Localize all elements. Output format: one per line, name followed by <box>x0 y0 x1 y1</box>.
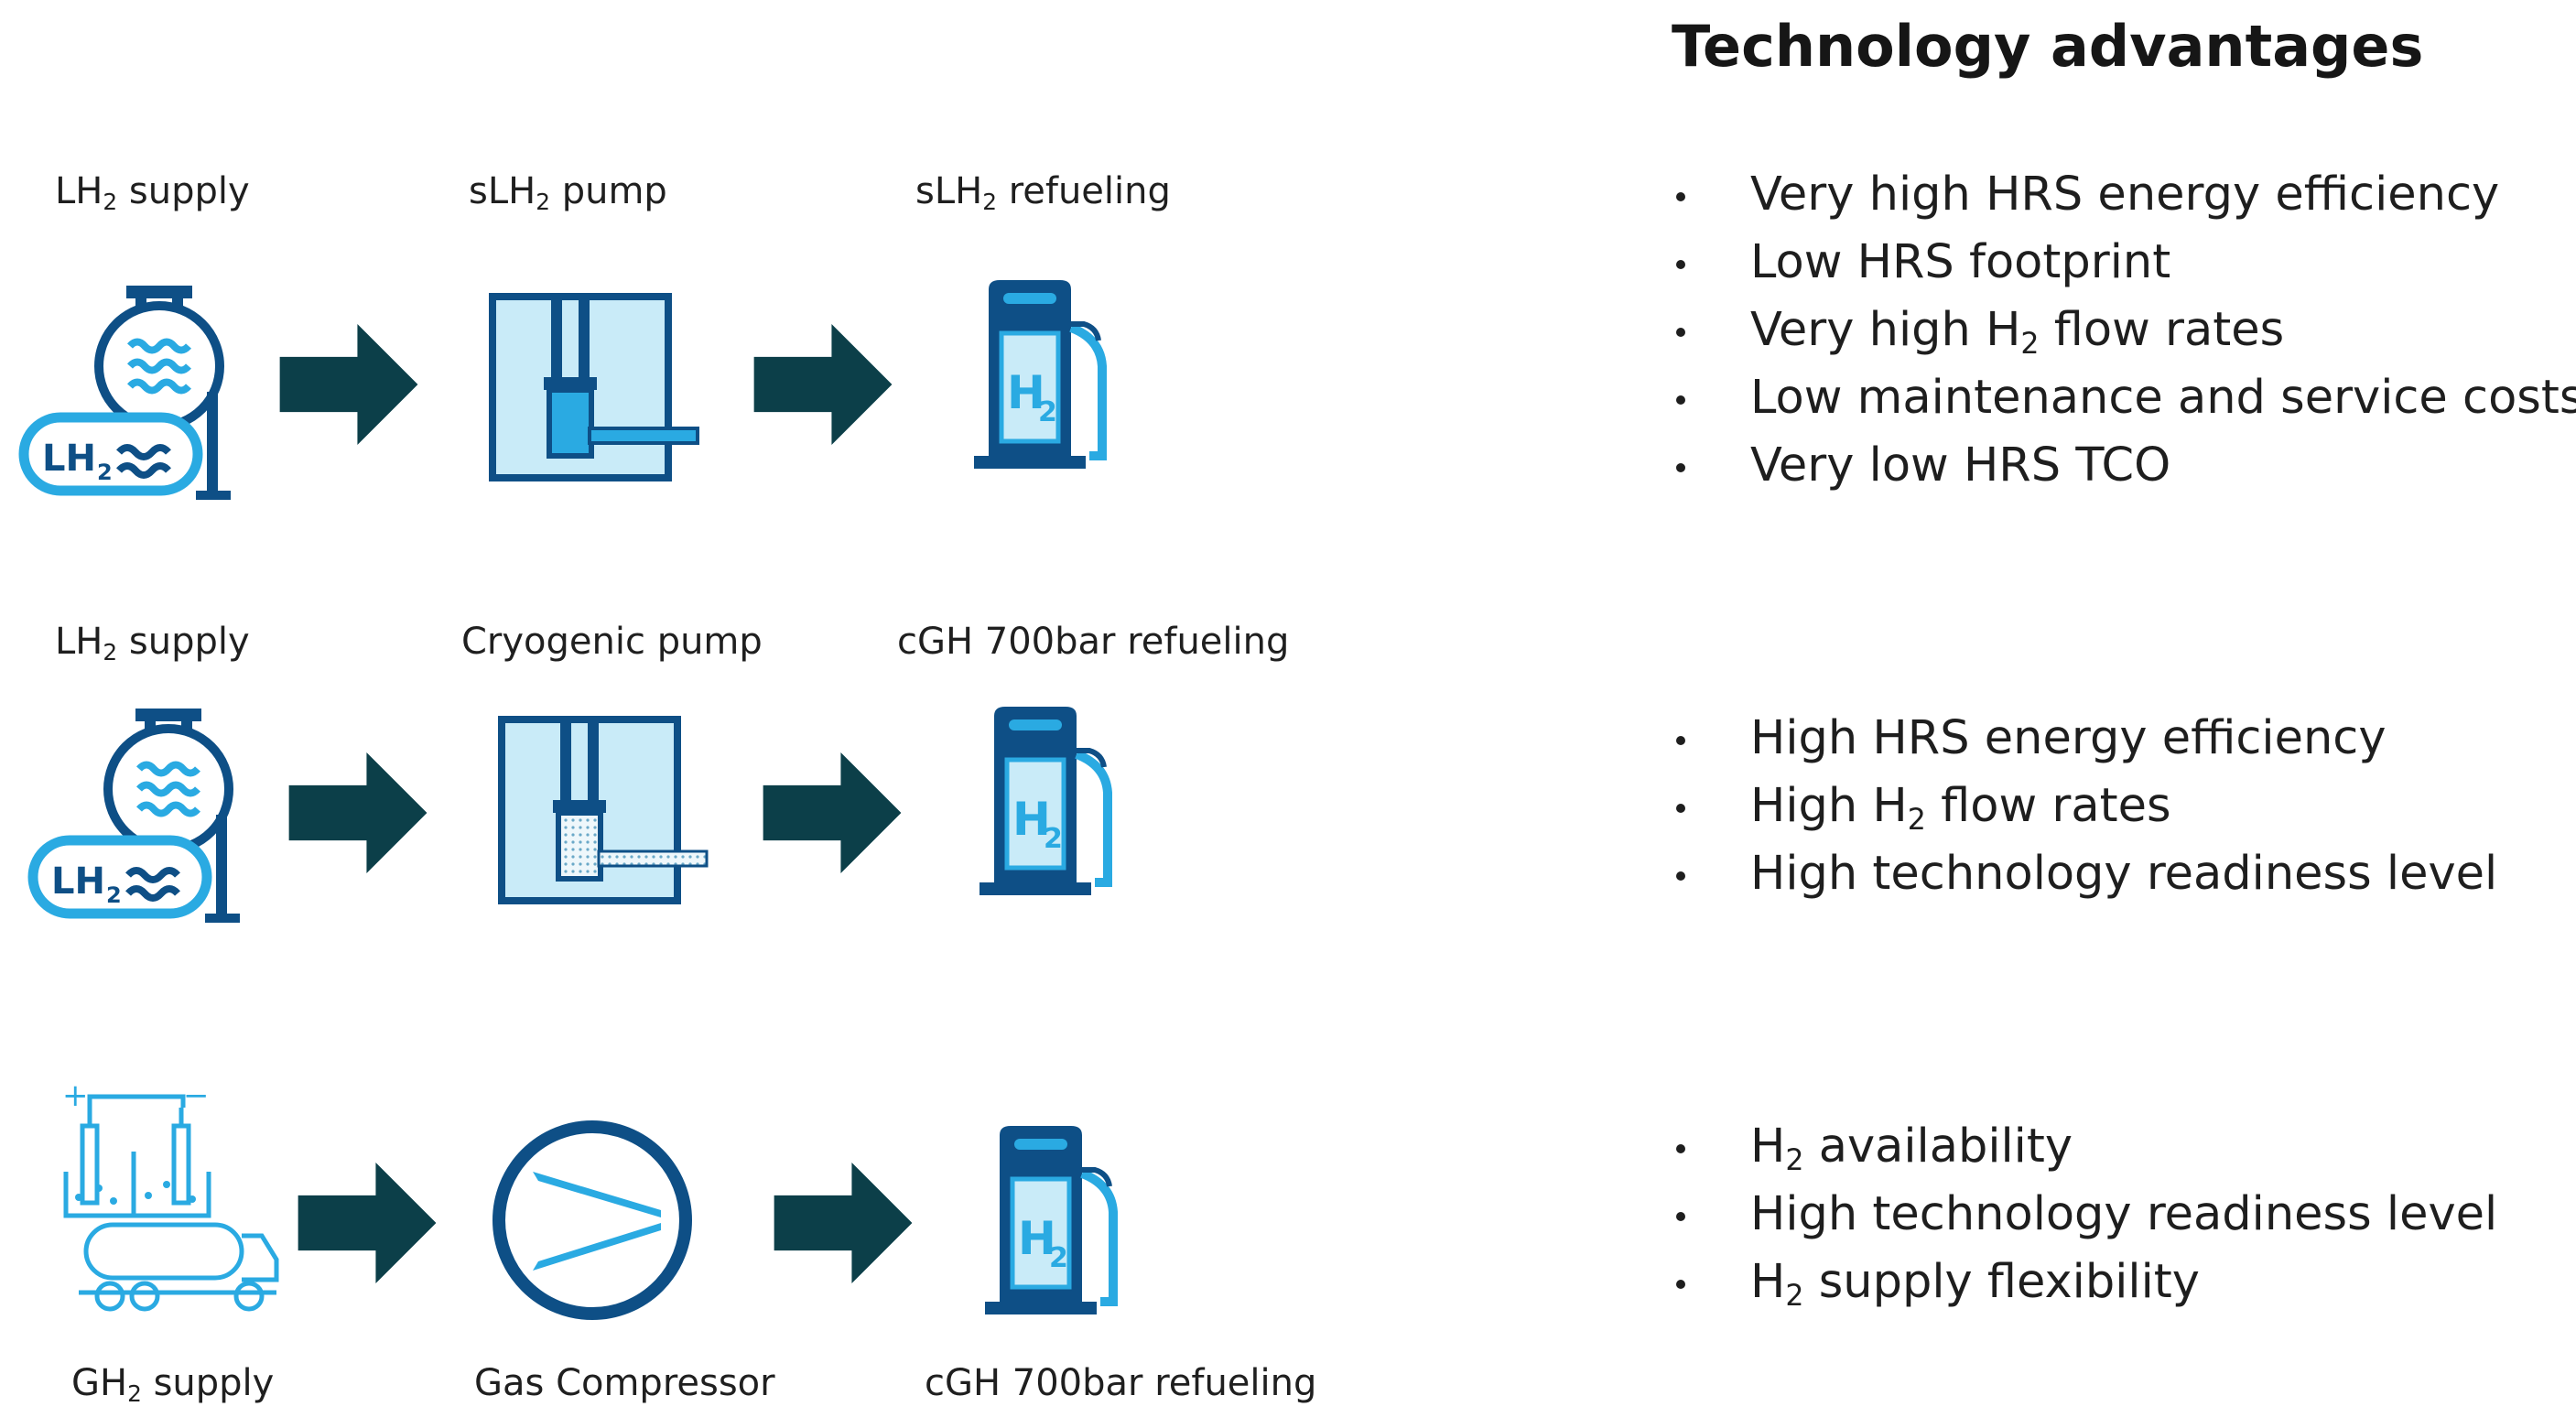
row1-supply-label: LH2 supply <box>55 170 250 215</box>
arrow-right-icon <box>295 1163 439 1283</box>
tank-sub-text: 2 <box>106 882 122 908</box>
arrow-right-icon <box>286 752 430 873</box>
advantages-list-compressor: H2 availability High technology readines… <box>1672 1113 2497 1316</box>
advantage-item: High technology readiness level <box>1672 1181 2497 1249</box>
arrow-right-icon <box>771 1163 915 1283</box>
advantage-item: Very high HRS energy efficiency <box>1672 161 2576 229</box>
arrow-right-icon <box>276 324 421 445</box>
row2-supply-label: LH2 supply <box>55 621 250 665</box>
advantage-item: High H2 flow rates <box>1672 773 2497 840</box>
arrow-right-icon <box>751 324 895 445</box>
row1-pump-label: sLH2 pump <box>469 170 667 215</box>
dispenser-sub-text: 2 <box>1038 396 1057 428</box>
dispenser-sub-text: 2 <box>1044 823 1063 855</box>
advantage-item: High technology readiness level <box>1672 840 2497 908</box>
advantages-list-cryogenic: High HRS energy efficiency High H2 flow … <box>1672 705 2497 908</box>
h2-dispenser-icon: H 2 <box>981 1122 1137 1314</box>
dispenser-h-text: H <box>1012 793 1051 846</box>
advantage-item: H2 availability <box>1672 1113 2497 1181</box>
advantage-item: H2 supply flexibility <box>1672 1249 2497 1316</box>
h2-dispenser-icon: H 2 <box>976 703 1131 895</box>
row1-refuel-label: sLH2 refueling <box>915 170 1171 215</box>
slh2-pump-icon <box>487 291 707 483</box>
lh2-tank-icon: LH 2 <box>26 705 254 925</box>
advantage-item: Very high H2 flow rates <box>1672 297 2576 364</box>
row2-refuel-label: cGH 700bar refueling <box>897 621 1290 663</box>
dispenser-h-text: H <box>1018 1212 1056 1265</box>
h2-dispenser-icon: H 2 <box>970 276 1126 469</box>
lh2-tank-icon: LH 2 <box>16 282 245 502</box>
row3-pump-label: Gas Compressor <box>474 1362 775 1404</box>
gas-compressor-icon <box>487 1115 698 1325</box>
plus-sign-text: + <box>62 1077 89 1114</box>
advantage-item: Very low HRS TCO <box>1672 432 2576 500</box>
advantages-title: Technology advantages <box>1672 13 2424 80</box>
advantage-item: Low maintenance and service costs <box>1672 364 2576 432</box>
minus-sign-text: − <box>183 1077 210 1114</box>
row2-pump-label: Cryogenic pump <box>461 621 763 663</box>
dispenser-sub-text: 2 <box>1049 1242 1068 1274</box>
row3-refuel-label: cGH 700bar refueling <box>925 1362 1317 1404</box>
cryogenic-pump-icon <box>496 714 716 906</box>
tank-lh-text: LH <box>51 860 105 903</box>
tank-sub-text: 2 <box>97 460 113 485</box>
row3-supply-label: GH2 supply <box>71 1362 275 1407</box>
advantages-list-slh2: Very high HRS energy efficiency Low HRS … <box>1672 161 2576 500</box>
tank-lh-text: LH <box>42 438 96 480</box>
arrow-right-icon <box>760 752 904 873</box>
dispenser-h-text: H <box>1007 366 1045 419</box>
electrolyser-truck-icon: + − <box>62 1077 284 1327</box>
advantage-item: Low HRS footprint <box>1672 229 2576 297</box>
advantage-item: High HRS energy efficiency <box>1672 705 2497 773</box>
